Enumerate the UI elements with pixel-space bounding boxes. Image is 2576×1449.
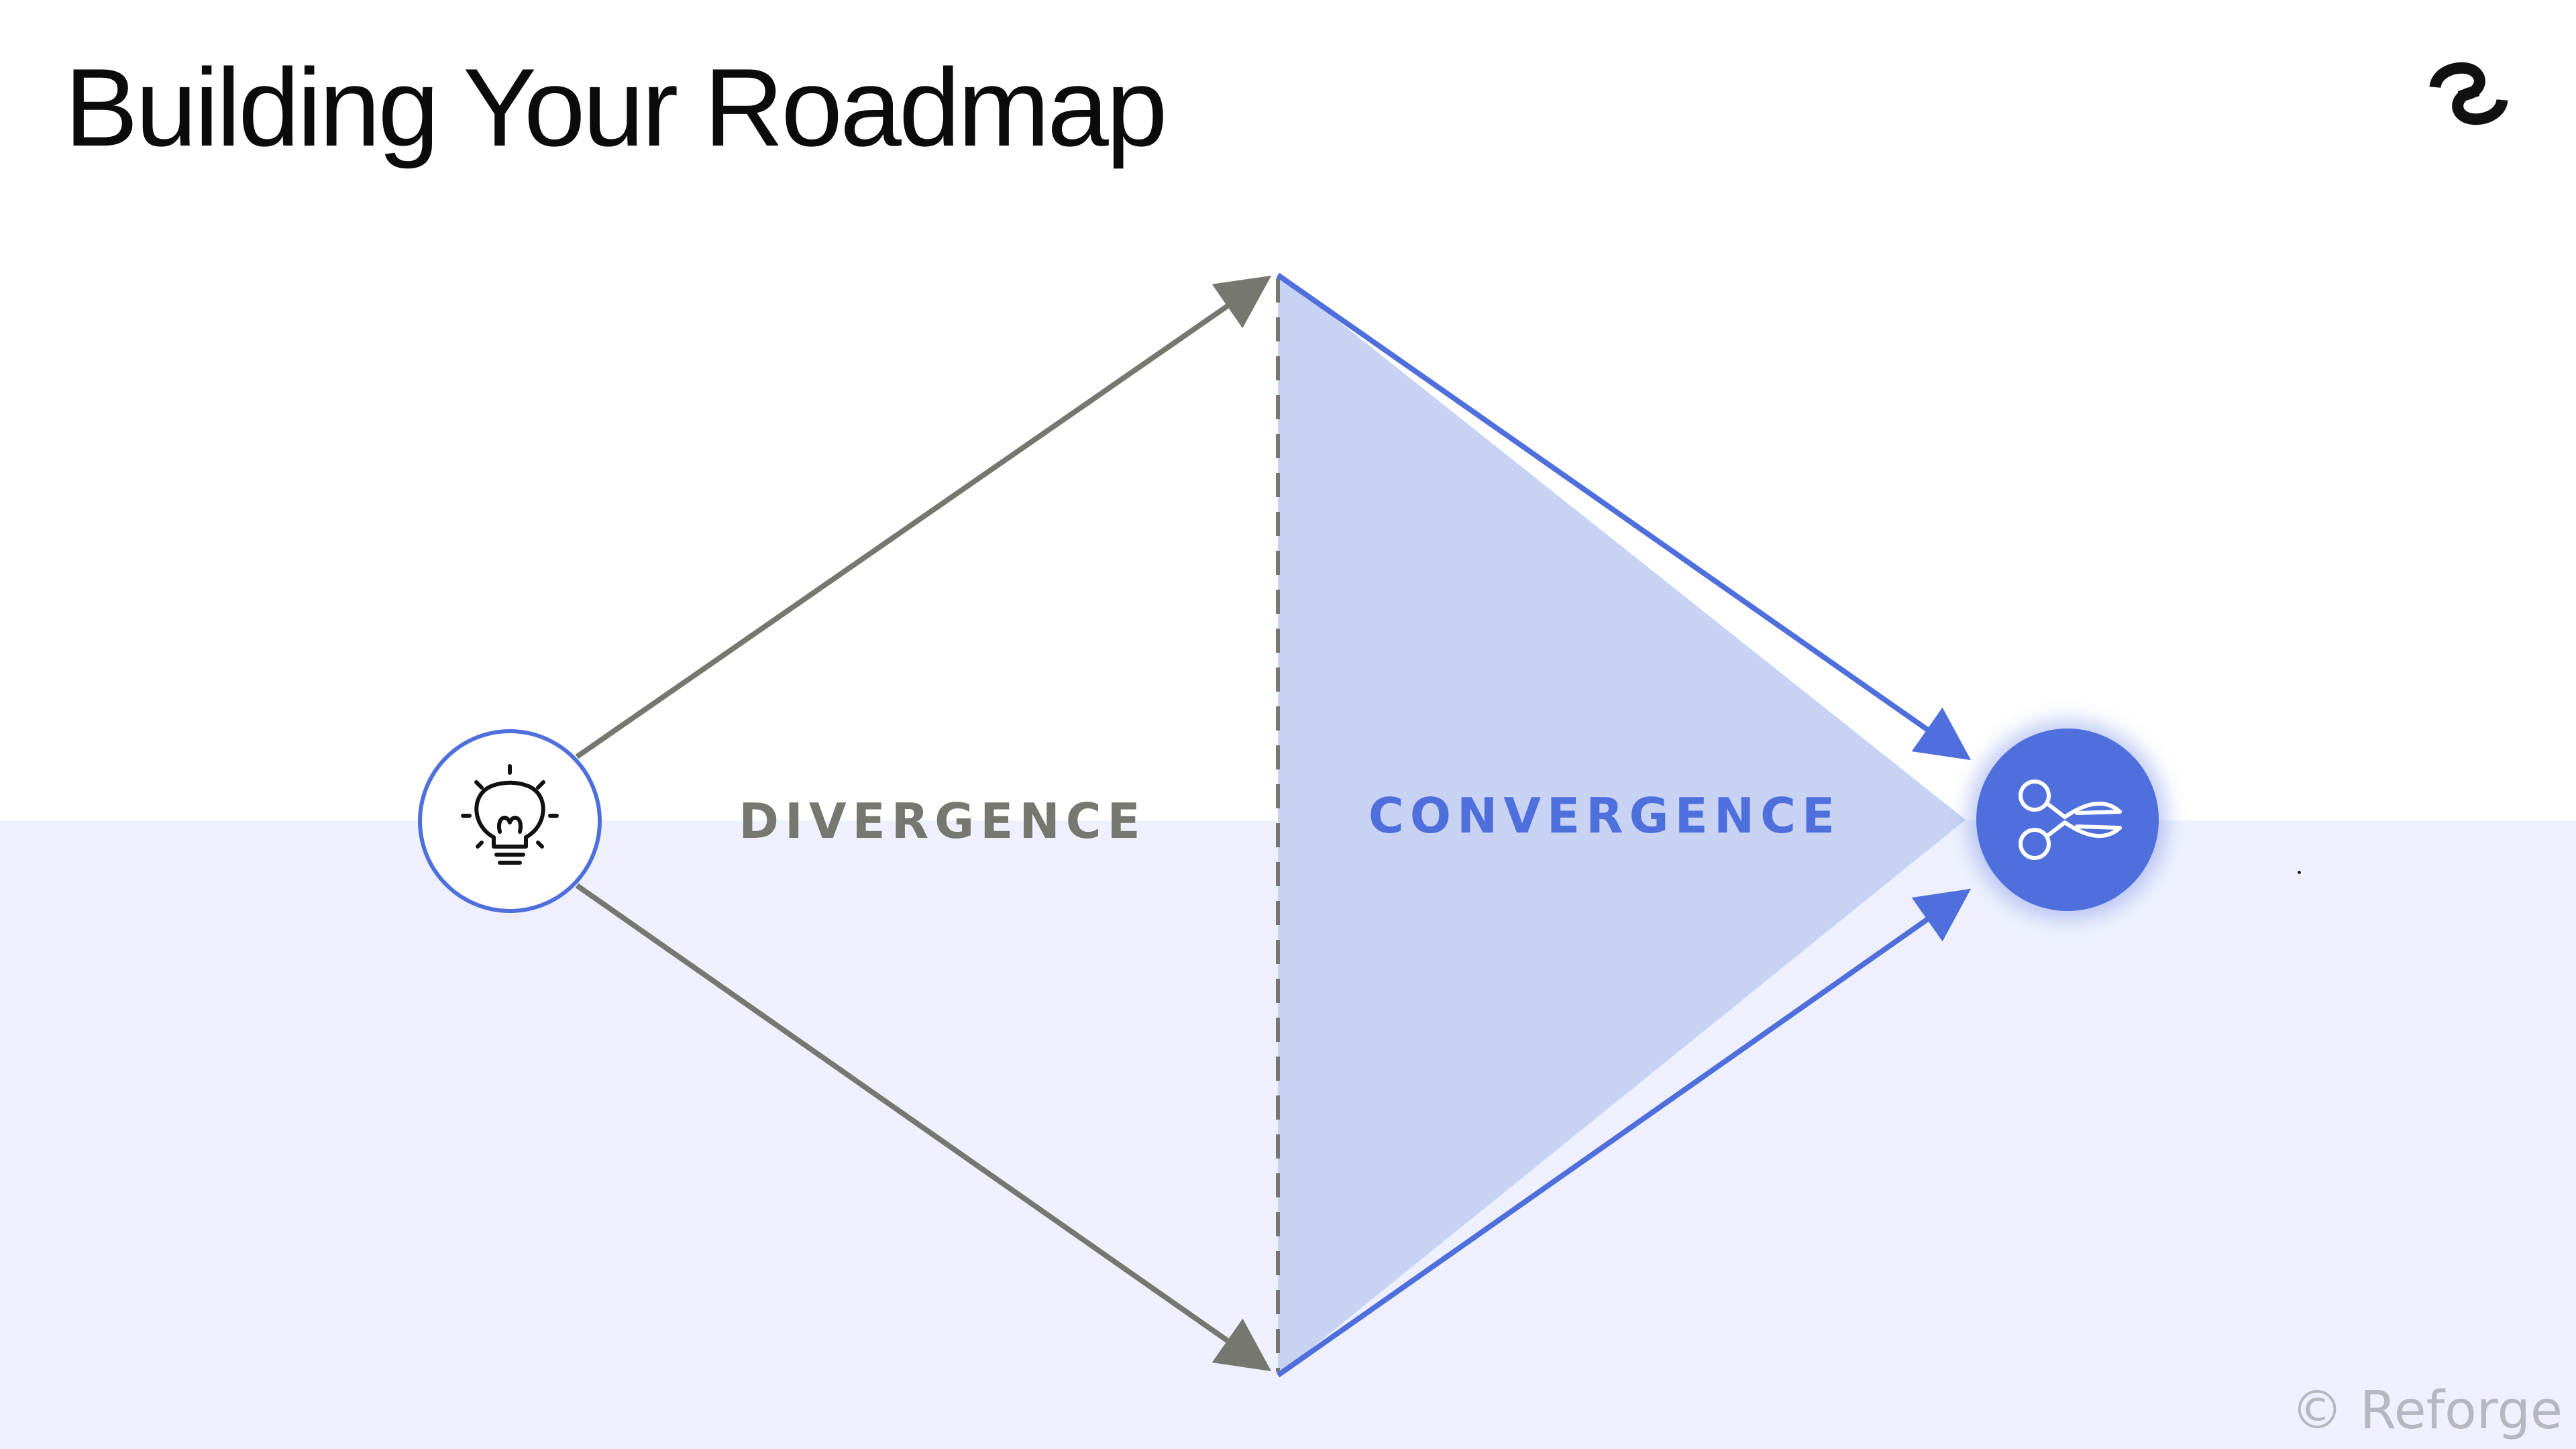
copyright-notice: © Reforge (2291, 1381, 2563, 1441)
slide-title: Building Your Roadmap (64, 46, 1168, 169)
convergence-arrow-top (1276, 272, 1972, 761)
start-node (418, 729, 602, 913)
divergence-arrow-bottom (575, 883, 1272, 1372)
divergence-arrow-top (575, 275, 1272, 759)
reforge-logo-icon (2429, 62, 2508, 125)
convergence-label: CONVERGENCE (1368, 788, 1841, 844)
convergence-arrow-bottom (1276, 888, 1972, 1378)
stray-dot (2298, 871, 2301, 874)
scissors-icon (2019, 780, 2122, 860)
divergence-label: DIVERGENCE (739, 793, 1146, 849)
lightbulb-icon (461, 764, 559, 865)
end-node (1967, 719, 2168, 920)
convergence-area (1278, 273, 1966, 1375)
